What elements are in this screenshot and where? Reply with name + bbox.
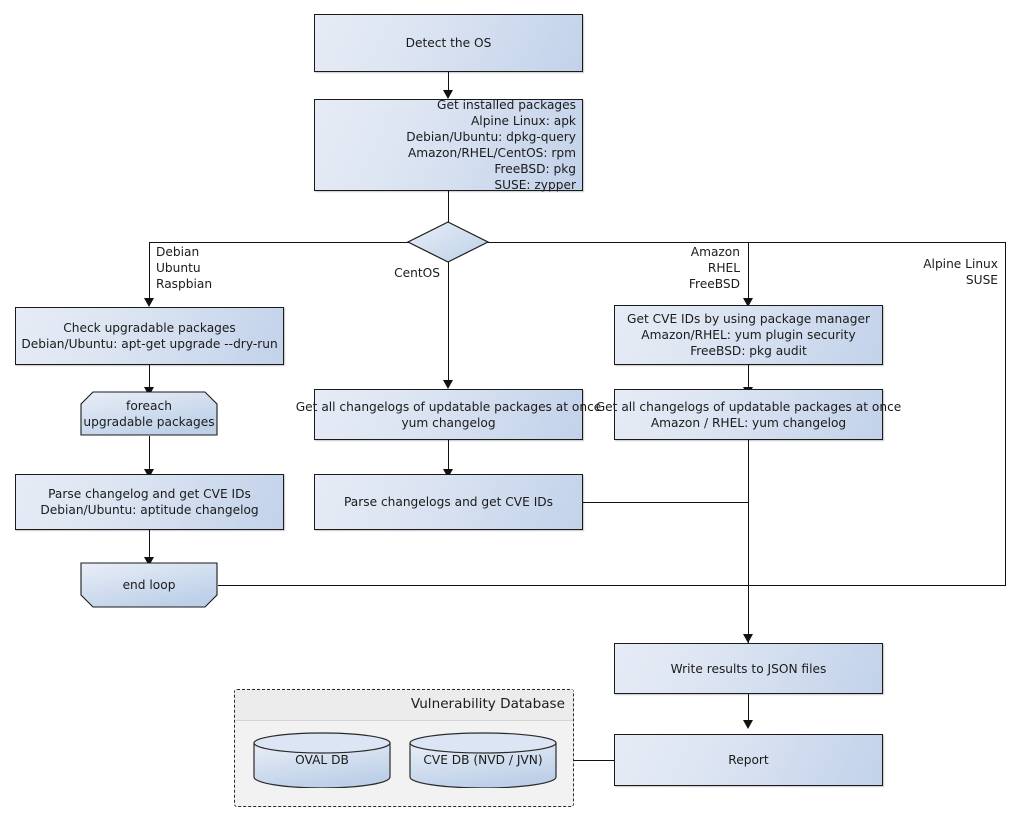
connector-foreach-to-parse (149, 436, 150, 474)
cylinder-shape-cve (409, 732, 557, 789)
branch-bus-left (149, 242, 409, 243)
connector-centoslog-to-parse (448, 440, 449, 474)
group-header-bar (235, 690, 573, 721)
arrow-foreach-to-parse (144, 469, 154, 478)
node-detect-the-os[interactable]: Detect the OS (314, 14, 583, 72)
node-report-label: Report (728, 753, 769, 767)
node-report[interactable]: Report (614, 734, 883, 786)
connector-centos-branch (448, 262, 449, 384)
branch-label-amazon: Amazon RHEL FreeBSD (688, 245, 740, 291)
arrow-write-to-report (743, 720, 753, 729)
branch-label-centos: CentOS (394, 266, 440, 280)
branch-bus-right (488, 242, 1006, 243)
arrow-debian-branch (144, 298, 154, 307)
arrow-rail-to-write (743, 634, 753, 643)
node-centos-get-all-changelogs[interactable]: Get all changelogs of updatable packages… (296, 389, 601, 440)
db-cylinder-cve-label: CVE DB (NVD / JVN) (423, 753, 543, 767)
node-parse-changelogs-centos-label: Parse changelogs and get CVE IDs (343, 495, 554, 509)
node-parse-changelog-debian-label: Parse changelog and get CVE IDs Debian/U… (40, 487, 259, 517)
db-cylinder-oval[interactable]: OVAL DB (252, 732, 392, 789)
connector-amazon-branch (748, 242, 749, 304)
connector-cveids-to-rhellog (748, 365, 749, 391)
node-centos-get-all-changelogs-label: Get all changelogs of updatable packages… (295, 399, 602, 430)
connector-rhellog-to-write (748, 440, 749, 643)
db-cylinder-oval-label: OVAL DB (295, 753, 349, 767)
node-get-installed-packages-label: Get installed packages Alpine Linux: apk… (406, 98, 576, 192)
node-get-cve-ids-package-manager-label: Get CVE IDs by using package manager Ama… (627, 312, 870, 358)
node-foreach-label: foreach upgradable packages (83, 398, 215, 429)
arrow-parse-to-endloop (144, 557, 154, 566)
node-parse-changelog-debian[interactable]: Parse changelog and get CVE IDs Debian/U… (15, 474, 284, 530)
arrow-detect-to-packages (443, 90, 453, 99)
node-check-upgradable-packages[interactable]: Check upgradable packages Debian/Ubuntu:… (15, 307, 284, 365)
loop-end-shape (80, 562, 218, 608)
node-parse-changelogs-centos[interactable]: Parse changelogs and get CVE IDs (314, 474, 583, 530)
connector-check-to-foreach (149, 365, 150, 391)
arrow-centos-branch (443, 380, 453, 389)
node-detect-the-os-label: Detect the OS (405, 36, 492, 50)
db-cylinder-cve[interactable]: CVE DB (NVD / JVN) (408, 732, 558, 789)
connector-alpine-rail (1005, 242, 1006, 586)
node-check-upgradable-packages-label: Check upgradable packages Debian/Ubuntu:… (21, 321, 278, 351)
connector-write-to-report (748, 694, 749, 724)
branch-label-debian: Debian Ubuntu Raspbian (156, 245, 213, 291)
connector-debian-branch (149, 242, 150, 300)
connector-parsecentos-to-rail (583, 502, 749, 503)
group-vulnerability-database: Vulnerability Database OVAL DB (234, 689, 574, 807)
node-foreach-upgradable-packages[interactable]: foreach upgradable packages (80, 391, 218, 436)
node-end-loop-label: end loop (122, 578, 176, 592)
node-get-cve-ids-package-manager[interactable]: Get CVE IDs by using package manager Ama… (614, 305, 883, 365)
connector-parse-to-endloop (149, 530, 150, 562)
connector-cvedb-to-report (557, 760, 615, 761)
node-rhel-get-all-changelogs-label: Get all changelogs of updatable packages… (595, 399, 902, 430)
arrow-centoslog-to-parse (443, 469, 453, 478)
diamond-shape (406, 221, 490, 263)
node-end-loop[interactable]: end loop (80, 562, 218, 608)
node-write-results-json-label: Write results to JSON files (670, 661, 827, 676)
group-title-vulnerability-database: Vulnerability Database (410, 696, 565, 712)
node-get-installed-packages[interactable]: Get installed packages Alpine Linux: apk… (314, 98, 583, 192)
node-rhel-get-all-changelogs[interactable]: Get all changelogs of updatable packages… (596, 389, 901, 440)
node-os-decision-diamond[interactable] (406, 220, 490, 264)
connector-detect-to-packages (448, 72, 449, 92)
connector-packages-to-decision (448, 191, 449, 222)
arrow-amazon-branch (743, 298, 753, 307)
connector-endloop-to-rail (218, 585, 1006, 586)
node-write-results-json[interactable]: Write results to JSON files (614, 643, 883, 694)
cylinder-shape-oval (253, 732, 391, 789)
loop-start-shape (80, 391, 218, 436)
branch-label-alpine: Alpine Linux SUSE (923, 257, 998, 287)
